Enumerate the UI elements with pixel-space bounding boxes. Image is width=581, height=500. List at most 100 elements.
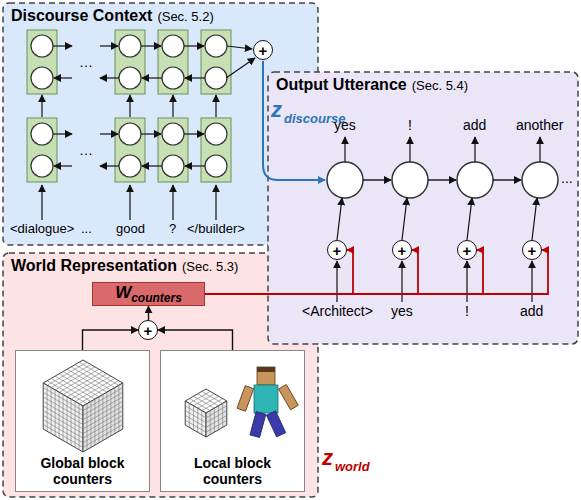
flow-arrow (53, 45, 72, 46)
flow-arrow (185, 77, 205, 78)
lstm-cell (115, 118, 145, 182)
figure-body (254, 385, 278, 413)
grid-line (210, 411, 211, 435)
grid-line (79, 381, 119, 404)
panel-heading: Output Utterance (Sec. 5.4) (276, 76, 468, 94)
flow-arrow (54, 165, 72, 166)
flow-arrow (184, 45, 204, 46)
grid-line (206, 406, 227, 418)
lstm-cell (27, 30, 57, 94)
output-token: ! (408, 117, 412, 133)
sum-circle: + (522, 240, 542, 260)
hidden-unit (162, 67, 184, 89)
input-token: ? (169, 222, 176, 237)
latent-symbol: z (271, 97, 282, 122)
grid-line (189, 399, 210, 411)
flow-arrow (100, 77, 119, 78)
grid-line (197, 408, 198, 432)
output-token: another (516, 117, 563, 133)
flow-arrow (100, 45, 118, 46)
flow-arrow (215, 185, 216, 220)
grid-line (202, 391, 223, 403)
local-counter-box: Local block counters (160, 350, 305, 492)
grid-line (118, 385, 119, 431)
flow-arrow (215, 95, 216, 117)
flow-arrow (54, 77, 72, 78)
input-token: </builder> (187, 222, 245, 237)
grid-line (194, 394, 215, 406)
decoder-input-token: yes (391, 303, 413, 319)
hidden-unit (205, 67, 227, 89)
panel-title: Output Utterance (276, 76, 407, 93)
grid-line (83, 415, 123, 438)
grid-line (83, 406, 123, 429)
grid-line (63, 372, 103, 395)
sum-sign: + (333, 243, 342, 258)
grid-line (43, 406, 83, 429)
grid-line (206, 415, 227, 427)
flow-arrow (172, 95, 173, 117)
latent-subscript: world (335, 460, 370, 475)
lstm-cell (158, 30, 188, 94)
flow-arrow (142, 165, 162, 166)
grid-line (185, 406, 206, 418)
flow-arrow (401, 261, 402, 302)
box-caption: Local block counters (165, 455, 300, 487)
grid-line (43, 424, 83, 447)
grid-line (43, 420, 83, 443)
figure-head (257, 367, 275, 385)
flow-arrow (539, 137, 540, 162)
decoder-unit (392, 162, 428, 198)
hidden-unit (31, 35, 53, 57)
decoder-input-token: add (520, 303, 543, 319)
output-token: yes (334, 117, 356, 133)
counter-vector-box: Wcounters (92, 282, 205, 306)
input-token: <dialogue> (10, 222, 74, 237)
flow-arrow (337, 198, 342, 240)
output-token: add (463, 117, 486, 133)
flow-arrow (142, 77, 162, 78)
hidden-unit (205, 35, 227, 57)
grid-line (189, 391, 210, 403)
hidden-unit (205, 123, 227, 145)
flow-arrow (129, 185, 130, 220)
discourse-panel: Discourse Context(Sec. 5.2)+ (3, 3, 318, 245)
hidden-unit (31, 67, 53, 89)
grid-line (106, 392, 107, 438)
flow-arrow (227, 46, 252, 49)
grid-line (110, 390, 111, 436)
flow-arrow (53, 133, 72, 134)
ellipsis: ... (561, 170, 573, 186)
grid-line (214, 408, 215, 432)
grid-line (198, 394, 219, 406)
flow-arrow (493, 179, 521, 180)
grid-line (75, 401, 76, 447)
input-token: good (116, 222, 145, 237)
grid-line (83, 420, 123, 443)
sum-sign: + (144, 323, 153, 338)
decoder-input-token: <Architect> (302, 303, 373, 319)
figure-hair (257, 367, 275, 372)
section-reference: (Sec. 5.4) (412, 78, 468, 93)
figure-arm (279, 385, 299, 410)
flow-arrow (409, 137, 410, 162)
grid-line (63, 372, 103, 395)
hidden-unit (205, 155, 227, 177)
sum-sign: + (398, 243, 407, 258)
flow-arrow (226, 58, 255, 78)
sum-circle: + (253, 40, 273, 60)
sum-circle: + (392, 240, 412, 260)
flow-arrow (363, 179, 391, 180)
flow-arrow (466, 261, 467, 302)
world-panel: World Representation(Sec. 5.3)Wcounters+… (3, 253, 318, 497)
grid-line (67, 397, 68, 443)
connector (83, 330, 139, 350)
connector (158, 330, 233, 350)
grid-line (185, 415, 206, 427)
flow-arrow (336, 261, 337, 302)
lstm-cell (201, 118, 231, 182)
flow-arrow (129, 95, 130, 117)
decoder-unit (457, 162, 493, 198)
ellipsis: ... (81, 222, 92, 237)
grid-line (55, 376, 95, 399)
